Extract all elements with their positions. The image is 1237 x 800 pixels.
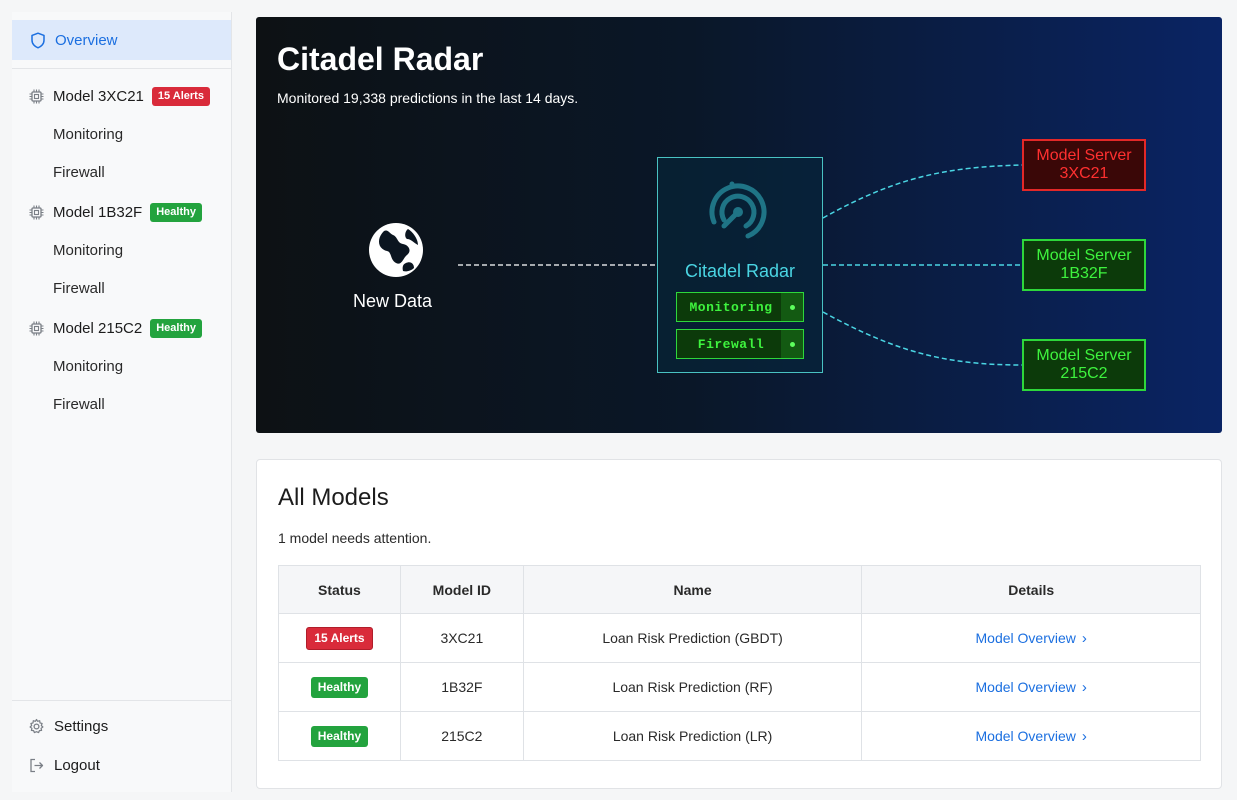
hero-banner: Citadel Radar Monitored 19,338 predictio… [256,17,1222,433]
chevron-right-icon: › [1081,678,1087,696]
top-strip [0,0,1237,12]
models-table: Status Model ID Name Details 15 Alerts 3… [278,565,1201,761]
server-node-1b32f: Model Server 1B32F [1022,239,1146,291]
healthy-badge: Healthy [150,318,202,338]
hero-subtitle: Monitored 19,338 predictions in the last… [277,90,579,106]
server-node-title: Model Server [1036,147,1132,164]
model-overview-link[interactable]: Model Overview › [975,727,1087,745]
sidebar-item-firewall[interactable]: Firewall [53,279,105,297]
model-overview-link-label: Model Overview [975,727,1076,744]
new-data-label: New Data [353,291,433,311]
chip-icon [29,205,44,219]
server-node-title: Model Server [1036,347,1132,364]
sidebar-model-group-215c2: Model 215C2 Healthy Monitoring Firewall [12,309,231,423]
model-overview-link-label: Model Overview [975,629,1076,646]
server-node-id: 3XC21 [1059,165,1109,182]
sidebar-item-model-1b32f[interactable]: Model 1B32F Healthy [12,193,231,231]
status-cell: Healthy [278,662,401,712]
sidebar-item-monitoring[interactable]: Monitoring [53,241,124,259]
sidebar-item-model-215c2[interactable]: Model 215C2 Healthy [12,309,231,347]
sidebar: Overview Model 3XC21 15 Alerts Monitorin… [12,12,232,792]
healthy-badge: Healthy [150,202,202,222]
chevron-right-icon: › [1081,727,1087,745]
radar-firewall-pill: Firewall [676,329,804,359]
radar-pill-label: Firewall [697,336,765,352]
sidebar-item-settings[interactable]: Settings [12,707,231,745]
details-cell: Model Overview › [861,613,1201,663]
status-led-icon [781,330,803,358]
model-id-cell: 3XC21 [399,613,524,663]
sidebar-item-logout-label: Logout [54,756,100,774]
details-cell: Model Overview › [861,662,1201,712]
sidebar-item-monitoring[interactable]: Monitoring [53,357,124,375]
sidebar-item-model-3xc21[interactable]: Model 3XC21 15 Alerts [12,77,231,115]
sidebar-item-settings-label: Settings [54,717,109,735]
status-cell: 15 Alerts [278,613,401,663]
radar-node: Citadel Radar Monitoring Firewall [657,157,823,373]
hero-title: Citadel Radar [277,41,484,77]
gear-icon [29,718,44,733]
sidebar-item-firewall[interactable]: Firewall [53,395,105,413]
status-badge: Healthy [310,676,369,698]
status-cell: Healthy [278,711,401,761]
sidebar-model-group-3xc21: Model 3XC21 15 Alerts Monitoring Firewal… [12,77,231,191]
model-id-cell: 215C2 [399,711,524,761]
radar-node-label: Citadel Radar [684,261,796,281]
chevron-right-icon: › [1081,629,1087,647]
sidebar-item-logout[interactable]: Logout [12,746,231,784]
model-id-cell: 1B32F [399,662,524,712]
model-name-cell: Loan Risk Prediction (RF) [522,662,863,712]
chip-icon [29,89,44,103]
server-node-215c2: Model Server 215C2 [1022,339,1146,391]
all-models-card: All Models 1 model needs attention. Stat… [256,459,1222,789]
shield-icon [31,31,45,49]
server-node-3xc21: Model Server 3XC21 [1022,139,1146,191]
card-subtitle: 1 model needs attention. [278,530,432,546]
sidebar-item-overview-label: Overview [55,31,118,49]
chip-icon [29,321,44,335]
status-led-icon [781,293,803,321]
status-badge: Healthy [310,725,369,747]
sidebar-model-name: Model 3XC21 [53,87,144,105]
server-node-id: 1B32F [1060,265,1108,282]
sidebar-item-monitoring[interactable]: Monitoring [53,125,124,143]
server-node-id: 215C2 [1060,365,1108,382]
column-header-details: Details [861,565,1201,614]
table-row: Healthy 1B32F Loan Risk Prediction (RF) … [278,662,1201,712]
sidebar-model-name: Model 215C2 [53,319,143,337]
radar-monitoring-pill: Monitoring [676,292,804,322]
table-row: Healthy 215C2 Loan Risk Prediction (LR) … [278,711,1201,761]
status-badge: 15 Alerts [306,626,373,650]
sidebar-bottom-divider [12,700,231,701]
column-header-model-id: Model ID [399,565,524,614]
server-node-title: Model Server [1036,247,1132,264]
table-row: 15 Alerts 3XC21 Loan Risk Prediction (GB… [278,613,1201,663]
model-overview-link[interactable]: Model Overview › [975,629,1087,647]
alert-badge: 15 Alerts [151,86,210,106]
table-header-row: Status Model ID Name Details [278,565,1201,614]
card-title: All Models [278,484,389,511]
radar-pill-label: Monitoring [689,299,773,315]
sidebar-item-overview[interactable]: Overview [12,20,231,60]
sidebar-divider [12,68,231,69]
logout-icon [30,758,44,772]
globe-icon [369,223,423,277]
model-name-cell: Loan Risk Prediction (LR) [522,711,863,761]
column-header-status: Status [278,565,401,614]
column-header-name: Name [522,565,863,614]
sidebar-model-name: Model 1B32F [53,203,143,221]
sidebar-model-group-1b32f: Model 1B32F Healthy Monitoring Firewall [12,193,231,307]
sidebar-item-firewall[interactable]: Firewall [53,163,105,181]
model-overview-link-label: Model Overview [975,678,1076,695]
model-overview-link[interactable]: Model Overview › [975,678,1087,696]
model-name-cell: Loan Risk Prediction (GBDT) [522,613,863,663]
details-cell: Model Overview › [861,711,1201,761]
